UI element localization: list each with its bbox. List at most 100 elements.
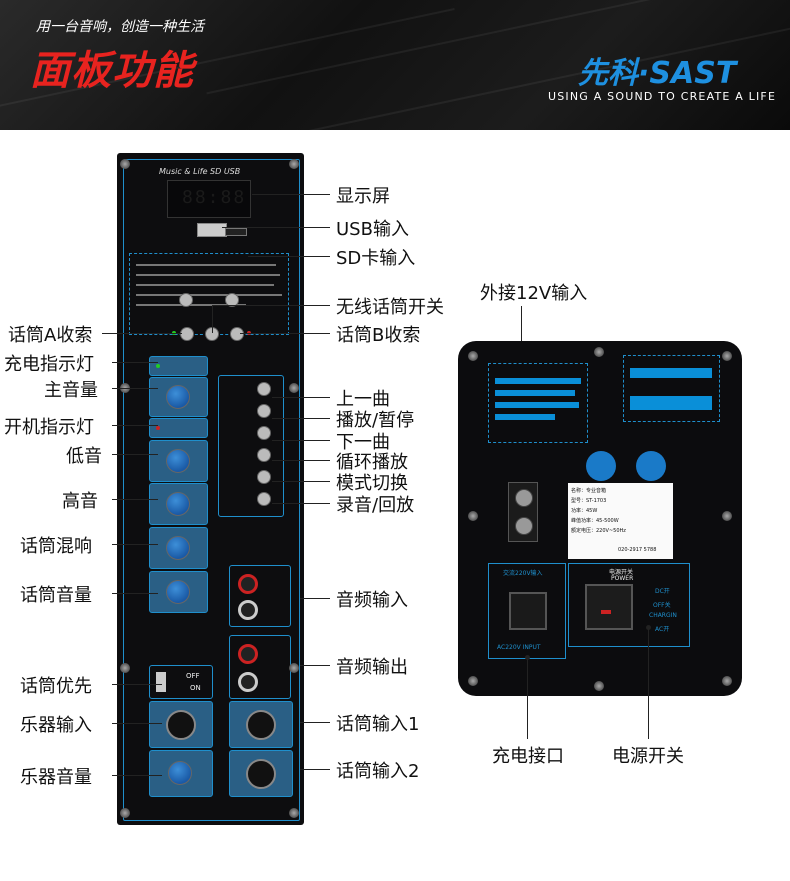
instrument-volume-knob[interactable] bbox=[168, 761, 192, 785]
label-power-switch: 电源开关 bbox=[612, 746, 684, 767]
back-panel: 名称：专业音箱 型号：ST-1703 功率：45W 峰值功率：45-500W 额… bbox=[458, 341, 742, 696]
label-charge-led: 充电指示灯 bbox=[4, 354, 94, 375]
label-play: 播放/暂停 bbox=[336, 410, 415, 431]
mic-priority-box: OFF ON bbox=[149, 665, 213, 699]
front-panel-border bbox=[123, 159, 300, 821]
mode-button[interactable] bbox=[257, 470, 271, 484]
mic-priority-on: ON bbox=[190, 684, 201, 692]
loop-button[interactable] bbox=[257, 448, 271, 462]
ac-on-text: AC开 bbox=[655, 626, 670, 633]
brand-slogan: USING A SOUND TO CREATE A LIFE bbox=[548, 90, 777, 103]
mic-volume-knob[interactable] bbox=[166, 580, 190, 604]
screw bbox=[120, 663, 130, 673]
screw bbox=[468, 511, 478, 521]
label-treble: 高音 bbox=[62, 491, 98, 512]
echo-box bbox=[149, 527, 208, 569]
label-display: 显示屏 bbox=[336, 186, 390, 207]
mic-b-search-button[interactable] bbox=[230, 327, 244, 341]
label-mic-a: 话筒A收索 bbox=[8, 325, 93, 346]
front-panel: Music & Life SD USB 88:88 bbox=[117, 153, 304, 825]
audio-in-left[interactable] bbox=[238, 600, 258, 620]
screw bbox=[468, 351, 478, 361]
screw bbox=[594, 681, 604, 691]
master-volume-box bbox=[149, 377, 208, 417]
screw bbox=[120, 808, 130, 818]
brand-logo: 先科·SAST bbox=[578, 56, 737, 91]
audio-in-right[interactable] bbox=[238, 574, 258, 594]
label-prev: 上一曲 bbox=[336, 389, 390, 410]
treble-knob[interactable] bbox=[166, 492, 190, 516]
label-charge-port: 充电接口 bbox=[492, 746, 564, 767]
charge-led bbox=[156, 364, 160, 368]
screw bbox=[722, 676, 732, 686]
instruction-button-right[interactable] bbox=[225, 293, 239, 307]
power-rocker-switch[interactable] bbox=[585, 584, 633, 630]
mic-in1-box bbox=[229, 701, 293, 748]
label-audio-in: 音频输入 bbox=[336, 590, 408, 611]
ac-socket[interactable] bbox=[509, 592, 547, 630]
audio-out-box bbox=[229, 635, 291, 699]
spec-label: 名称：专业音箱 型号：ST-1703 功率：45W 峰值功率：45-500W 额… bbox=[568, 483, 673, 559]
audio-in-box bbox=[229, 565, 291, 627]
instrument-in-jack[interactable] bbox=[166, 710, 196, 740]
echo-knob[interactable] bbox=[166, 536, 190, 560]
mic-priority-switch[interactable] bbox=[156, 672, 166, 692]
screw bbox=[289, 663, 299, 673]
label-audio-out: 音频输出 bbox=[336, 657, 408, 678]
label-bass: 低音 bbox=[66, 446, 102, 467]
power-led bbox=[156, 426, 160, 430]
dc12v-terminal[interactable] bbox=[508, 482, 538, 542]
mic-a-search-button[interactable] bbox=[180, 327, 194, 341]
ac-input-box: 交流220V输入 AC220V INPUT bbox=[488, 563, 566, 659]
label-master-vol: 主音量 bbox=[44, 380, 98, 401]
master-volume-knob[interactable] bbox=[166, 385, 190, 409]
power-led-box bbox=[149, 418, 208, 438]
screw bbox=[594, 347, 604, 357]
label-ext12v: 外接12V输入 bbox=[480, 283, 588, 304]
altitude-icon bbox=[586, 451, 616, 481]
screw bbox=[289, 808, 299, 818]
instruction-box bbox=[129, 253, 289, 335]
bass-box bbox=[149, 440, 208, 482]
prev-button[interactable] bbox=[257, 382, 271, 396]
climate-icon bbox=[636, 451, 666, 481]
sd-slot[interactable] bbox=[225, 228, 247, 236]
audio-out-right[interactable] bbox=[238, 644, 258, 664]
display-screen: 88:88 bbox=[167, 180, 251, 218]
page-title: 面板功能 bbox=[30, 48, 194, 94]
header-banner: 用一台音响，创造一种生活 面板功能 先科·SAST USING A SOUND … bbox=[0, 0, 790, 130]
label-inst-vol: 乐器音量 bbox=[20, 767, 92, 788]
treble-box bbox=[149, 483, 208, 525]
label-mic-vol: 话筒音量 bbox=[20, 585, 92, 606]
label-inst-in: 乐器输入 bbox=[20, 715, 92, 736]
next-button[interactable] bbox=[257, 426, 271, 440]
off-text: OFF关 bbox=[653, 602, 671, 609]
screw bbox=[120, 159, 130, 169]
record-button[interactable] bbox=[257, 492, 271, 506]
mic-volume-box bbox=[149, 571, 208, 613]
display-digits: 88:88 bbox=[182, 187, 247, 208]
label-next: 下一曲 bbox=[336, 432, 390, 453]
mic-in2-jack[interactable] bbox=[246, 759, 276, 789]
screw bbox=[468, 676, 478, 686]
bass-knob[interactable] bbox=[166, 449, 190, 473]
audio-out-left[interactable] bbox=[238, 672, 258, 692]
mic-priority-off: OFF bbox=[186, 672, 200, 680]
power-switch-box: 电源开关 POWER DC开 OFF关 CHARGIN AC开 bbox=[568, 563, 690, 647]
screw bbox=[722, 511, 732, 521]
instruction-button-left[interactable] bbox=[179, 293, 193, 307]
play-pause-button[interactable] bbox=[257, 404, 271, 418]
charging-text: CHARGIN bbox=[649, 612, 677, 619]
mic-in1-jack[interactable] bbox=[246, 710, 276, 740]
usb-port[interactable] bbox=[197, 223, 227, 237]
label-mic-priority: 话筒优先 bbox=[20, 676, 92, 697]
power-title: 电源开关 bbox=[609, 569, 634, 576]
label-usb: USB输入 bbox=[336, 219, 409, 240]
screw bbox=[289, 383, 299, 393]
power-en: POWER bbox=[611, 575, 634, 582]
label-mic-in2: 话筒输入2 bbox=[336, 761, 420, 782]
label-wireless-mic: 无线话筒开关 bbox=[336, 297, 444, 318]
label-record: 录音/回放 bbox=[336, 495, 415, 516]
instrument-in-box bbox=[149, 701, 213, 748]
label-mic-in1: 话筒输入1 bbox=[336, 714, 420, 735]
